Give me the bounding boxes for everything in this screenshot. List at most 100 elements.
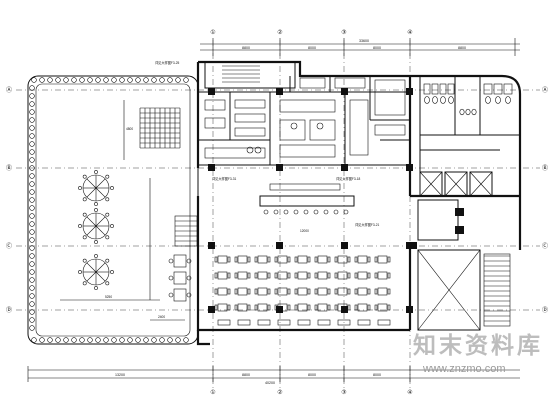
dining-table bbox=[297, 271, 308, 280]
dining-chair bbox=[287, 304, 291, 311]
dining-chair bbox=[354, 256, 358, 263]
hedge-shrub bbox=[29, 93, 35, 99]
dining-table bbox=[217, 271, 228, 280]
hedge-shrub bbox=[143, 77, 149, 83]
bar-stool bbox=[333, 209, 339, 215]
service-core bbox=[410, 76, 520, 331]
hall-dimension: 12000 bbox=[300, 229, 309, 233]
umbrella-chair bbox=[105, 235, 110, 240]
terrace-dim-vertical: 4800 bbox=[126, 127, 133, 131]
terrace-dim-horizontal-2: 2400 bbox=[158, 315, 165, 319]
kitchen-unit bbox=[279, 119, 306, 141]
dining-chair bbox=[227, 272, 231, 279]
booth-seat bbox=[297, 319, 311, 326]
dining-chair bbox=[247, 288, 251, 295]
hedge-shrub bbox=[175, 77, 181, 83]
booth-seat bbox=[357, 319, 371, 326]
dining-table bbox=[377, 303, 388, 312]
umbrella-rib bbox=[86, 271, 97, 282]
dining-chair bbox=[334, 288, 338, 295]
dining-table bbox=[377, 287, 388, 296]
hedge-shrub bbox=[29, 285, 35, 291]
axis-bottom-3: ③ bbox=[341, 389, 346, 396]
kitchen-unit bbox=[299, 77, 326, 89]
dining-chair bbox=[307, 256, 311, 263]
dining-table bbox=[277, 255, 288, 264]
toilet-stall bbox=[447, 83, 455, 95]
hedge-shrub bbox=[167, 77, 173, 83]
dining-chair bbox=[227, 256, 231, 263]
kitchen-unit bbox=[349, 99, 369, 156]
dining-chair bbox=[314, 288, 318, 295]
umbrella-chair bbox=[82, 212, 87, 217]
umbrella-rib bbox=[95, 225, 106, 236]
umbrella-chair bbox=[94, 208, 98, 212]
hedge-shrub bbox=[29, 141, 35, 147]
umbrella-chair bbox=[82, 258, 87, 263]
hedge-shrub bbox=[87, 337, 93, 343]
dining-chair bbox=[387, 272, 391, 279]
kitchen-unit bbox=[279, 99, 336, 113]
booth-seat bbox=[277, 319, 291, 326]
callout-kitchen: 详见大样图F3-25 bbox=[155, 60, 179, 65]
hedge-shrub bbox=[47, 77, 53, 83]
dining-table bbox=[377, 255, 388, 264]
dining-chair bbox=[294, 256, 298, 263]
axis-left-d: Ⓓ bbox=[6, 306, 12, 314]
hedge-shrub bbox=[151, 77, 157, 83]
dim-top-3: 8000 bbox=[373, 46, 381, 50]
umbrella-chair bbox=[78, 270, 82, 274]
dim-bottom-left: 13200 bbox=[115, 373, 125, 377]
dining-table bbox=[217, 255, 228, 264]
terrace-dim-horizontal: 5250 bbox=[105, 295, 112, 299]
umbrella-chair bbox=[105, 258, 110, 263]
hedge-shrub bbox=[119, 77, 125, 83]
umbrella-chair bbox=[82, 235, 87, 240]
dim-top-total: 33600 bbox=[359, 39, 369, 43]
bar-stool bbox=[323, 209, 329, 215]
hedge-shrub bbox=[29, 117, 35, 123]
hedge-shrub bbox=[29, 173, 35, 179]
umbrella-chair bbox=[94, 254, 98, 258]
umbrella-rib bbox=[86, 187, 97, 198]
toilet bbox=[485, 96, 491, 104]
dining-chair bbox=[227, 288, 231, 295]
axis-bottom-2: ② bbox=[277, 389, 282, 396]
dining-chair bbox=[367, 256, 371, 263]
dining-chair bbox=[274, 304, 278, 311]
staircase bbox=[483, 253, 511, 327]
dining-chair bbox=[234, 272, 238, 279]
hedge-shrub bbox=[39, 77, 45, 83]
dining-chair bbox=[214, 256, 218, 263]
toilet bbox=[495, 96, 501, 104]
umbrella-chair bbox=[94, 286, 98, 290]
umbrella-rib bbox=[95, 178, 106, 189]
wash-basin bbox=[465, 108, 471, 116]
dining-chair bbox=[367, 272, 371, 279]
dining-table bbox=[257, 255, 268, 264]
hedge-shrub bbox=[29, 237, 35, 243]
main-building: 详见大样图F3-25 详见大样图F3-31 详见大样图F3-18 详见大样图F3… bbox=[155, 60, 522, 346]
dining-table bbox=[357, 255, 368, 264]
umbrella-chair bbox=[110, 224, 114, 228]
hedge-shrub bbox=[127, 337, 133, 343]
dining-chair bbox=[234, 288, 238, 295]
booth-seat bbox=[317, 319, 331, 326]
dining-chair bbox=[254, 288, 258, 295]
dining-chair bbox=[334, 256, 338, 263]
dining-table bbox=[257, 271, 268, 280]
hedge-shrub bbox=[29, 221, 35, 227]
hedge-shrub bbox=[29, 229, 35, 235]
axis-markers-top: ① ② ③ ④ bbox=[210, 29, 412, 36]
dining-table bbox=[237, 255, 248, 264]
booth-seat bbox=[337, 319, 351, 326]
dining-chair bbox=[374, 304, 378, 311]
umbrella-chair bbox=[94, 240, 98, 244]
booth-seat bbox=[217, 319, 231, 326]
umbrella-rib bbox=[95, 271, 106, 282]
axis-right-d: Ⓓ bbox=[542, 306, 548, 314]
callout-service: 详见大样图F3-31 bbox=[212, 176, 236, 181]
umbrella-chair bbox=[82, 174, 87, 179]
dining-chair bbox=[387, 288, 391, 295]
umbrella-rib bbox=[95, 187, 106, 198]
